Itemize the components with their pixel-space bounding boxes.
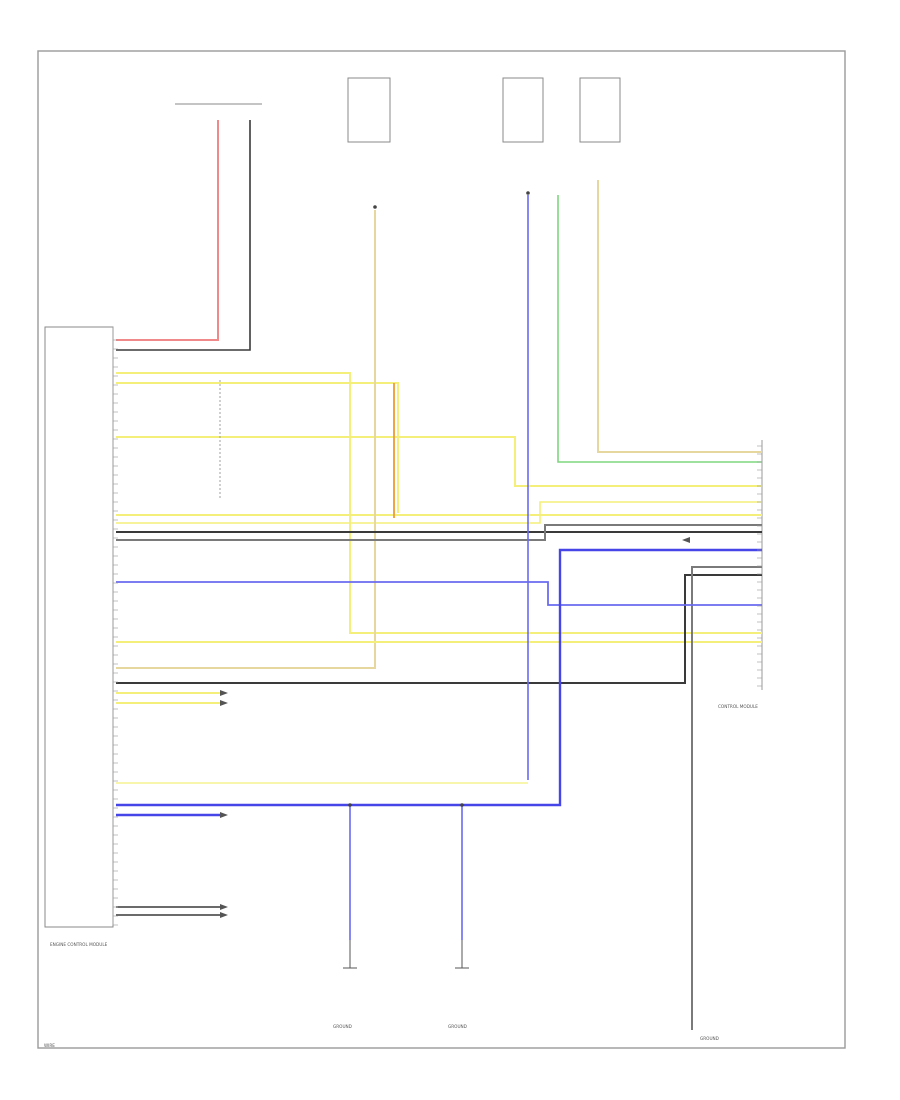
wire-black-3 xyxy=(116,574,762,684)
diagram-frame xyxy=(37,50,846,1049)
wire-gray-1 xyxy=(116,524,762,541)
wire-green xyxy=(557,195,762,463)
component-box-3 xyxy=(579,77,621,143)
arrow-6 xyxy=(682,537,690,543)
ground-left-label: GROUND xyxy=(333,1024,352,1029)
wire-tan-2 xyxy=(597,180,762,453)
wire-blue-1 xyxy=(116,581,762,606)
wire-yellow-1 xyxy=(116,372,762,634)
arrow-2 xyxy=(220,700,228,706)
left-module-body xyxy=(44,326,114,928)
junction-dot-4 xyxy=(460,803,464,807)
ground-right-label: GROUND xyxy=(448,1024,467,1029)
arrow-5 xyxy=(220,912,228,918)
junction-dot-1 xyxy=(373,205,377,209)
left-module-label: ENGINE CONTROL MODULE xyxy=(50,942,108,947)
wire-red xyxy=(116,120,219,341)
junction-dot-3 xyxy=(348,803,352,807)
ground-symbol-left xyxy=(343,940,357,969)
wire-tan-1 xyxy=(116,210,376,669)
right-module-label: CONTROL MODULE xyxy=(718,704,758,709)
wire-yellow-3 xyxy=(116,436,762,487)
junction-dot-2 xyxy=(526,191,530,195)
arrow-1 xyxy=(220,690,228,696)
ground-symbol-right xyxy=(455,940,469,969)
page-tag: WIRE xyxy=(44,1043,55,1048)
wire-yellow-5 xyxy=(116,501,762,524)
wire-yellow-2 xyxy=(116,382,399,513)
bottom-right-ground-label: GROUND xyxy=(700,1036,719,1041)
wire-black-1 xyxy=(116,120,251,351)
arrow-4 xyxy=(220,904,228,910)
left-connector-pins xyxy=(113,339,118,926)
wire-gray-2 xyxy=(691,566,762,1030)
arrow-3 xyxy=(220,812,228,818)
component-box-1 xyxy=(347,77,391,143)
right-connector-pins xyxy=(757,445,762,687)
wire-blue-3 xyxy=(116,548,762,807)
component-box-2 xyxy=(502,77,544,143)
